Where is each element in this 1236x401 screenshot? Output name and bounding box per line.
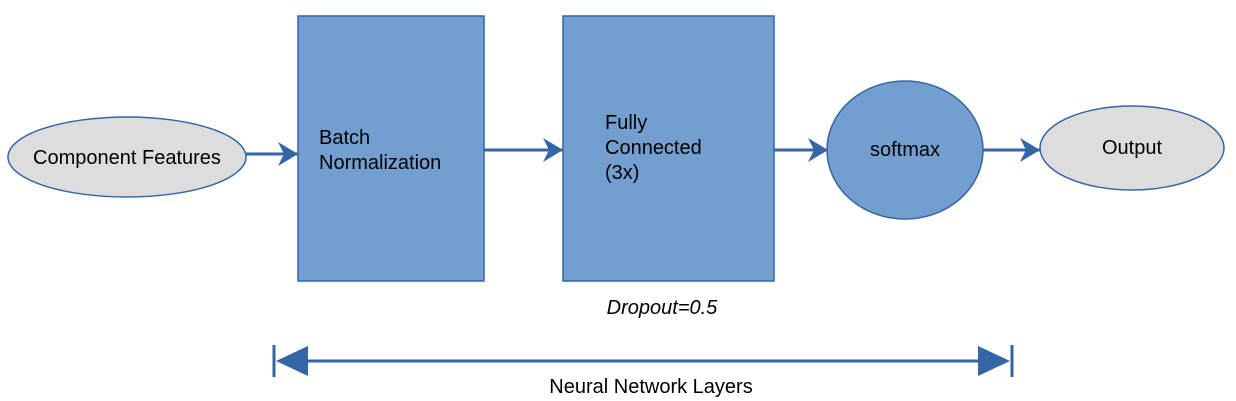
fully-connected-label-line3: (3x) [605,162,639,184]
batch-normalization-label-line2: Normalization [319,152,441,174]
layers-span-label: Neural Network Layers [549,376,752,398]
batch-normalization-block: Batch Normalization [297,15,485,282]
fully-connected-label-line1: Fully [605,112,647,134]
batch-normalization-label-line1: Batch [319,127,370,149]
span-left-arrowhead-icon [276,346,308,376]
output-ellipse [1039,105,1225,191]
softmax-node: softmax [826,80,984,220]
layers-span-indicator [272,345,1014,377]
output-label: Output [1102,137,1162,159]
input-label: Component Features [33,147,221,169]
softmax-label: softmax [870,139,940,161]
span-right-arrowhead-icon [978,346,1010,376]
input-node: Component Features [7,116,247,198]
fully-connected-label-line2: Connected [605,137,702,159]
fully-connected-rect [562,15,775,282]
batch-normalization-rect [297,15,485,282]
output-node: Output [1039,105,1225,191]
dropout-annotation: Dropout=0.5 [607,297,719,319]
fully-connected-block: Fully Connected (3x) [562,15,775,282]
input-ellipse [7,116,247,198]
